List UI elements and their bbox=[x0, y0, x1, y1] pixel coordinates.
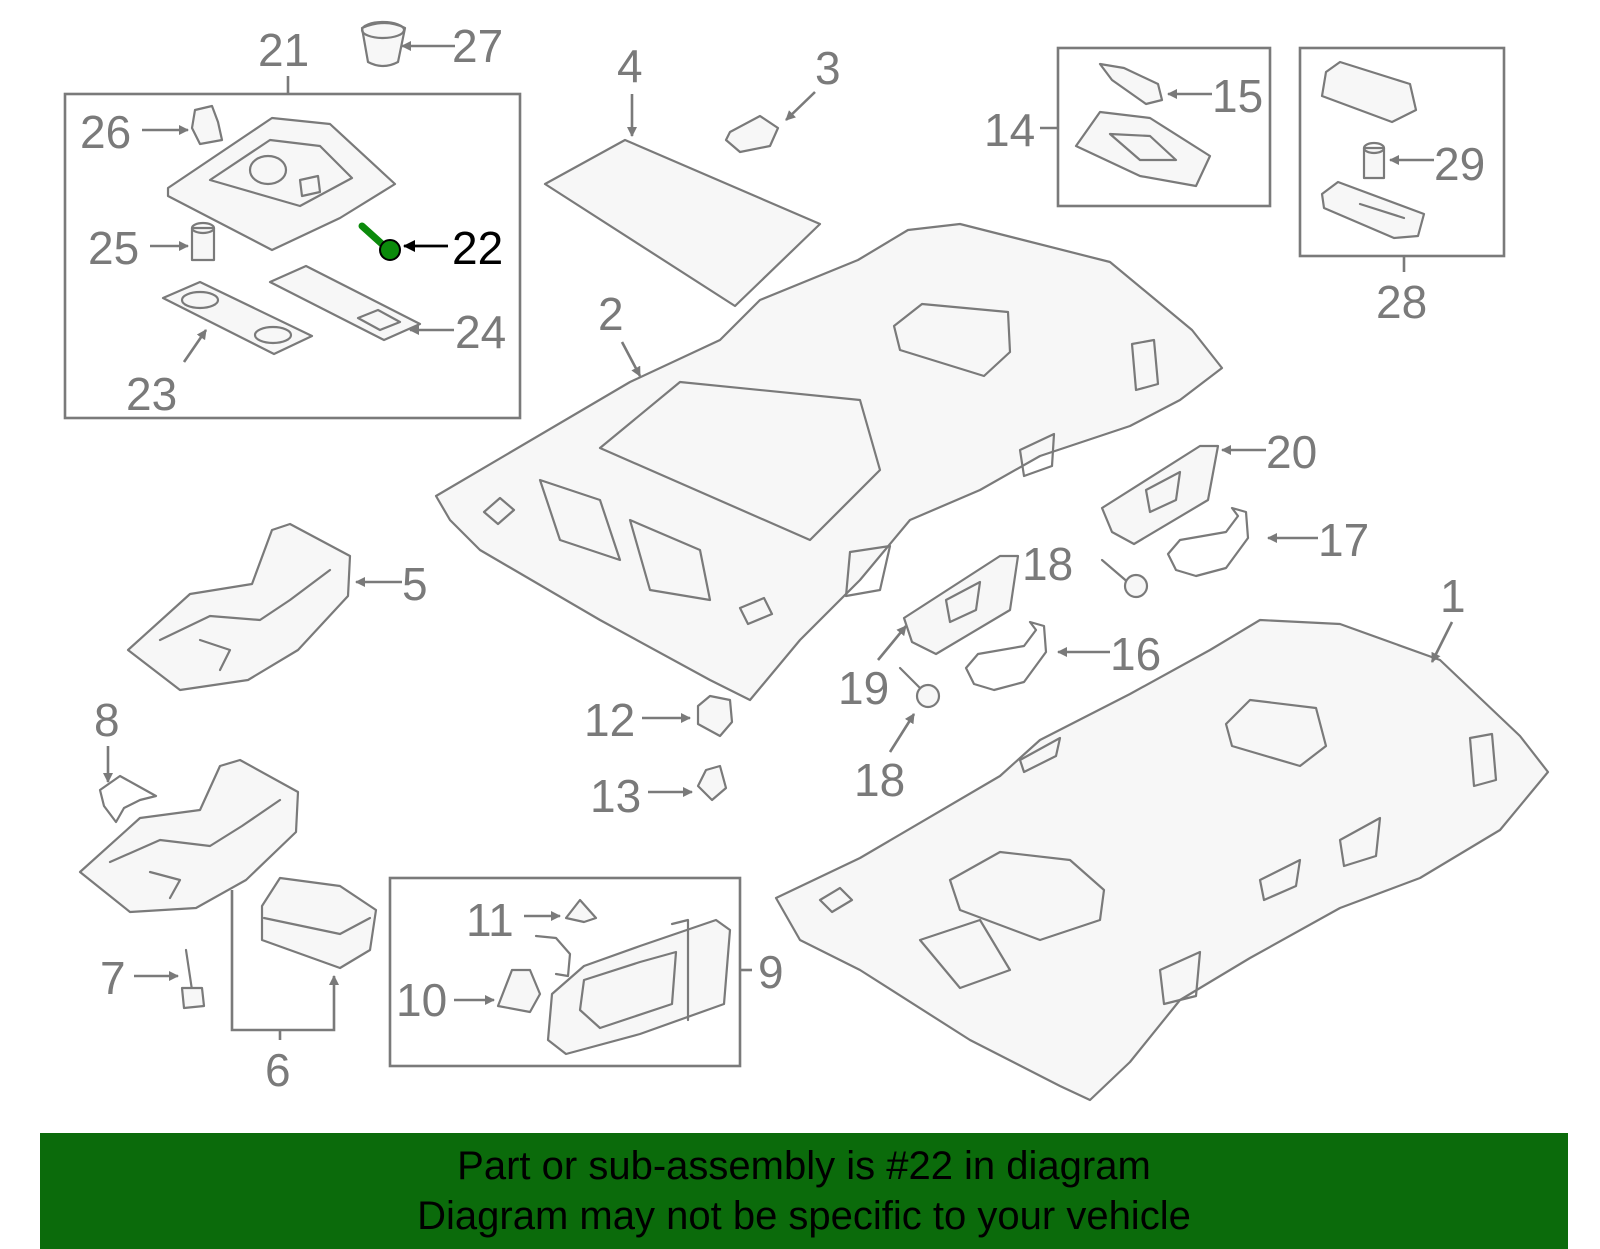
callout-4[interactable]: 4 bbox=[617, 40, 643, 92]
callout-19[interactable]: 19 bbox=[838, 662, 889, 714]
part-17-grab-handle[interactable] bbox=[1166, 506, 1250, 578]
part-27-cap[interactable] bbox=[360, 20, 407, 68]
callout-29[interactable]: 29 bbox=[1434, 138, 1485, 190]
callout-21[interactable]: 21 bbox=[258, 24, 309, 76]
part-7-screw[interactable] bbox=[180, 948, 206, 1010]
part-22-screw[interactable] bbox=[358, 222, 401, 261]
part-1-headliner[interactable] bbox=[774, 618, 1550, 1102]
part-3-clip[interactable] bbox=[724, 114, 780, 154]
callout-8[interactable]: 8 bbox=[94, 694, 120, 746]
callout-5[interactable]: 5 bbox=[402, 558, 428, 610]
callout-18a[interactable]: 18 bbox=[1022, 538, 1073, 590]
callout-3[interactable]: 3 bbox=[815, 42, 841, 94]
part-16-grab-handle[interactable] bbox=[964, 620, 1048, 692]
info-banner: Part or sub-assembly is #22 in diagram D… bbox=[40, 1133, 1568, 1249]
part-28-lamp[interactable] bbox=[1320, 60, 1426, 240]
group-box-28 bbox=[1298, 46, 1506, 258]
callout-16[interactable]: 16 bbox=[1110, 628, 1161, 680]
callout-24[interactable]: 24 bbox=[455, 306, 506, 358]
callout-14[interactable]: 14 bbox=[984, 104, 1035, 156]
part-9-sun-visor[interactable] bbox=[546, 918, 732, 1056]
part-20-trim[interactable] bbox=[1100, 444, 1220, 546]
callout-15[interactable]: 15 bbox=[1212, 70, 1263, 122]
callout-28[interactable]: 28 bbox=[1376, 276, 1427, 328]
part-14-map-light[interactable] bbox=[1074, 110, 1212, 188]
callout-9[interactable]: 9 bbox=[758, 946, 784, 998]
callout-7[interactable]: 7 bbox=[100, 952, 126, 1004]
part-18-screw-upper[interactable] bbox=[1100, 558, 1149, 599]
callout-10[interactable]: 10 bbox=[396, 974, 447, 1026]
part-6-console-trim[interactable] bbox=[78, 758, 300, 914]
group-box-21 bbox=[63, 92, 522, 420]
callout-2[interactable]: 2 bbox=[598, 288, 624, 340]
part-21-console-housing[interactable] bbox=[166, 116, 397, 252]
part-24-lens[interactable] bbox=[268, 264, 422, 342]
callout-18b[interactable]: 18 bbox=[854, 754, 905, 806]
part-13-clip[interactable] bbox=[696, 764, 728, 802]
part-12-clip[interactable] bbox=[696, 694, 734, 738]
part-4-sunshade[interactable] bbox=[543, 138, 822, 308]
banner-line-part-number: Part or sub-assembly is #22 in diagram bbox=[457, 1144, 1151, 1188]
part-11-clip[interactable] bbox=[564, 898, 598, 924]
callout-25[interactable]: 25 bbox=[88, 222, 139, 274]
part-29-bulb[interactable] bbox=[1362, 141, 1386, 180]
part-18-screw-lower[interactable] bbox=[898, 666, 941, 709]
part-26-clip[interactable] bbox=[190, 104, 224, 146]
part-15-bulb[interactable] bbox=[1098, 62, 1164, 106]
group-box-9 bbox=[388, 876, 742, 1068]
callout-23[interactable]: 23 bbox=[126, 368, 177, 420]
callout-11[interactable]: 11 bbox=[466, 894, 514, 946]
callout-12[interactable]: 12 bbox=[584, 694, 635, 746]
banner-line-disclaimer: Diagram may not be specific to your vehi… bbox=[417, 1194, 1191, 1238]
part-23-lens[interactable] bbox=[161, 280, 314, 356]
part-visor-hinge[interactable] bbox=[534, 934, 572, 978]
callout-22[interactable]: 22 bbox=[452, 222, 503, 274]
part-6-housing[interactable] bbox=[260, 876, 378, 970]
callout-6[interactable]: 6 bbox=[265, 1044, 291, 1096]
part-2-headliner-sunroof[interactable] bbox=[434, 222, 1224, 702]
part-5-console-trim[interactable] bbox=[126, 522, 352, 692]
callout-1[interactable]: 1 bbox=[1440, 570, 1466, 622]
part-19-trim[interactable] bbox=[902, 554, 1020, 656]
callout-26[interactable]: 26 bbox=[80, 106, 131, 158]
callout-27[interactable]: 27 bbox=[452, 20, 503, 72]
part-8-bracket[interactable] bbox=[98, 774, 158, 824]
callout-20[interactable]: 20 bbox=[1266, 426, 1317, 478]
part-10-clip[interactable] bbox=[496, 968, 542, 1014]
part-25-bulb[interactable] bbox=[190, 221, 216, 262]
callout-13[interactable]: 13 bbox=[590, 770, 641, 822]
callout-17[interactable]: 17 bbox=[1318, 514, 1369, 566]
